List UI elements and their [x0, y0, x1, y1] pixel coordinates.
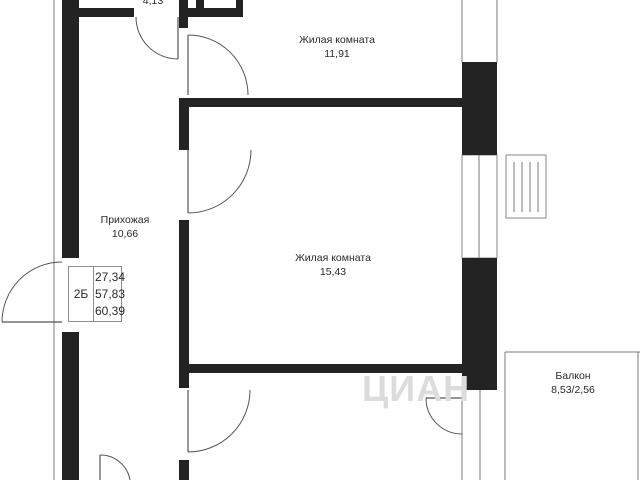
room-area: 10,66	[111, 228, 139, 240]
door-swing-room1	[187, 34, 249, 96]
apartment-info-box: 2Б 27,34 57,83 60,39	[68, 266, 125, 322]
living-area: 27,34	[95, 270, 126, 284]
room-name: Жилая комната	[295, 252, 371, 264]
radiator-unit	[505, 154, 547, 219]
wall-left-lower	[62, 332, 79, 480]
door-swing-balcony	[425, 397, 463, 435]
wall-top-post-small	[196, 0, 204, 12]
door-swing-lower	[187, 389, 251, 453]
total-area: 57,83	[95, 287, 126, 301]
wall-bottom-room	[179, 364, 464, 373]
partition-middle	[179, 220, 189, 388]
exterior-wall-middle	[462, 258, 497, 390]
partial-area-label: 4,13	[142, 0, 164, 7]
apartment-areas: 27,34 57,83 60,39	[95, 269, 125, 320]
room-name: Жилая комната	[299, 34, 375, 46]
room-label-balcony: Балкон 8,53/2,56	[551, 369, 595, 397]
door-swing-room2	[187, 149, 252, 214]
partition-upper	[179, 98, 189, 150]
door-swing-bath	[135, 16, 179, 60]
door-swing-entrance	[1, 261, 63, 323]
apartment-code: 2Б	[69, 267, 94, 321]
wall-left-upper	[62, 0, 79, 258]
wall-top-stub-right	[179, 8, 243, 17]
wall-between-rooms	[179, 98, 464, 107]
room-name: Балкон	[555, 370, 591, 382]
room-label-living-1: Жилая комната 11,91	[299, 33, 375, 61]
room-area: 15,43	[319, 266, 347, 278]
wall-top-post-right	[236, 0, 243, 17]
room-name: Прихожая	[100, 214, 150, 226]
wall-top-post	[179, 0, 188, 28]
room-area: 8,53/2,56	[551, 384, 595, 396]
room-label-hallway: Прихожая 10,66	[101, 213, 150, 241]
total-area-with-balcony: 60,39	[95, 304, 126, 318]
room-area: 11,91	[324, 48, 350, 60]
watermark: ЦИАН	[362, 368, 471, 409]
exterior-wall-upper	[462, 62, 497, 155]
wall-top-stub	[79, 8, 134, 17]
partition-lower	[179, 460, 189, 480]
door-swing-bottom	[99, 454, 131, 480]
room-label-living-2: Жилая комната 15,43	[295, 251, 371, 279]
